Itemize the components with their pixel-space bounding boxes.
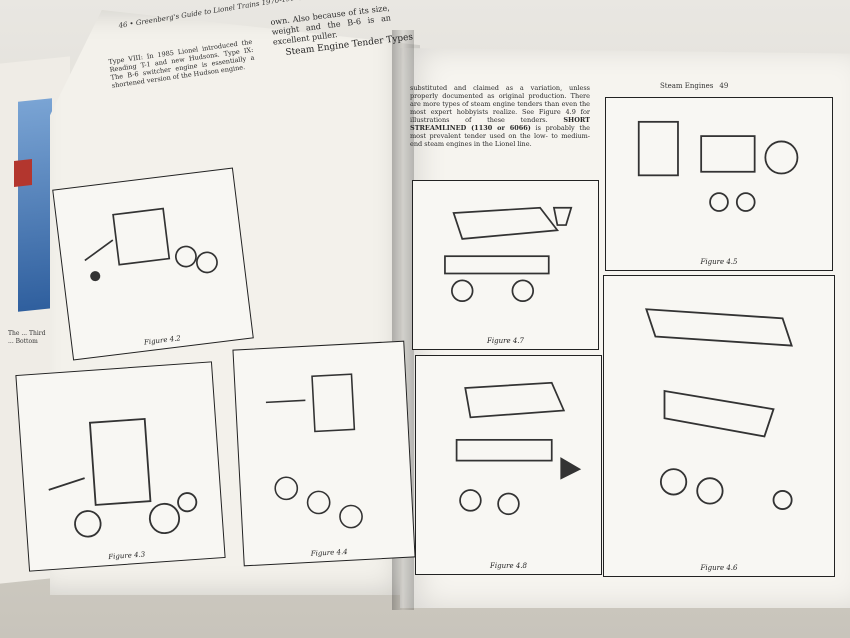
right-running-head: Steam Engines 49 — [660, 82, 728, 90]
figure-4-7-caption: Figure 4.7 — [487, 337, 524, 345]
figure-4-8: Figure 4.8 — [415, 355, 602, 575]
figure-4-7: Figure 4.7 — [412, 180, 599, 350]
figure-4-5: Figure 4.5 — [605, 97, 833, 271]
figure-4-6: Figure 4.6 — [603, 275, 835, 577]
underlying-caption: The ... Third ... Bottom — [8, 330, 46, 345]
figure-4-4-drawing — [265, 373, 363, 529]
figure-4-3-drawing — [48, 417, 198, 538]
page-number: 49 — [719, 82, 729, 90]
figure-4-8-drawing — [455, 381, 582, 516]
right-running-head-title: Steam Engines — [660, 82, 714, 90]
figure-4-2: Figure 4.2 — [52, 167, 254, 361]
underlying-photo — [18, 98, 52, 312]
right-text-intro: substituted and claimed as a variation, … — [410, 84, 590, 124]
figure-4-6-drawing — [645, 308, 793, 510]
figure-4-8-caption: Figure 4.8 — [490, 562, 527, 570]
right-text-column: substituted and claimed as a variation, … — [410, 84, 590, 148]
figure-4-5-drawing — [637, 120, 799, 212]
right-text-body: is probably the most prevalent tender us… — [410, 124, 590, 148]
underlying-photo-detail — [14, 159, 32, 187]
figure-4-2-drawing — [84, 207, 218, 282]
figure-4-4: Figure 4.4 — [232, 340, 416, 567]
figure-4-7-drawing — [444, 206, 573, 303]
figure-4-3: Figure 4.3 — [15, 361, 226, 572]
figure-4-5-caption: Figure 4.5 — [700, 258, 738, 266]
right-text-heading: SHORT STREAMLINED (1130 or 6066) — [410, 116, 590, 132]
figure-4-6-caption: Figure 4.6 — [700, 564, 738, 572]
